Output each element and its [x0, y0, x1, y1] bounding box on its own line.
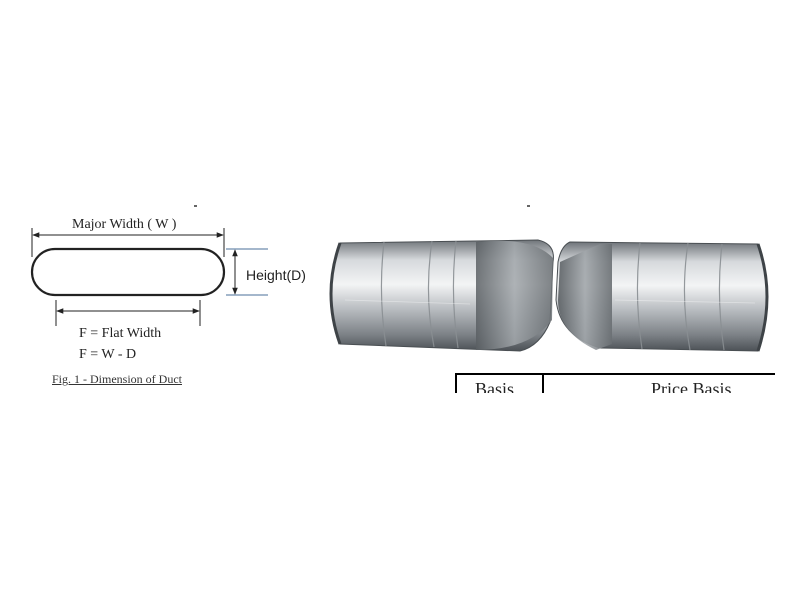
scan-artifact-mark	[194, 205, 197, 207]
right-duct-section-photo	[555, 241, 769, 352]
flat-width-formula: F = W - D	[79, 347, 137, 362]
table-header-price-basis-text: Price Basis	[651, 379, 732, 393]
height-dimension	[226, 248, 268, 296]
scan-artifact-mark	[527, 205, 530, 207]
height-label: Height(D)	[246, 267, 306, 283]
table-header-basis: Basis	[455, 375, 544, 393]
table-header-basis-text: Basis	[475, 379, 515, 393]
price-table-fragment: Basis Price Basis	[455, 373, 775, 393]
figure-caption: Fig. 1 - Dimension of Duct	[52, 372, 182, 386]
table-header-price-basis: Price Basis	[543, 375, 775, 393]
flat-width-label: F = Flat Width	[79, 326, 162, 341]
major-width-label: Major Width ( W )	[72, 217, 177, 232]
left-duct-section-photo	[329, 239, 554, 352]
oval-duct-outline	[30, 247, 226, 297]
major-width-dimension	[31, 228, 225, 257]
flat-width-dimension	[55, 300, 201, 326]
